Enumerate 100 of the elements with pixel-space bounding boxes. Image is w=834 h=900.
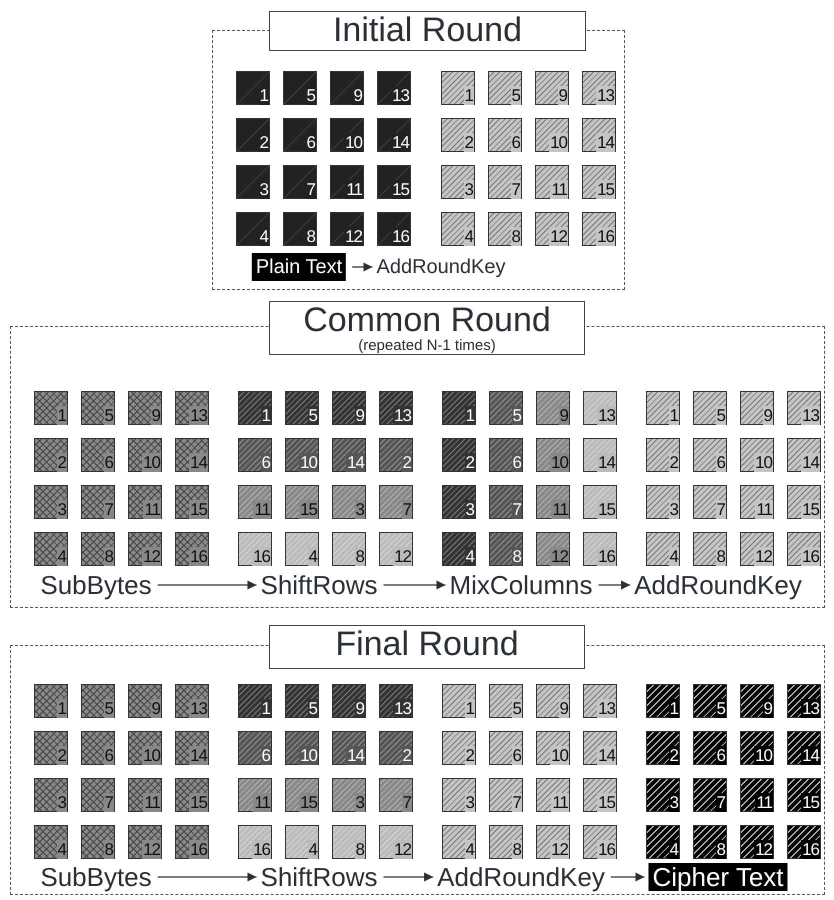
byte-square: 13 xyxy=(379,684,413,718)
byte-square: 3 xyxy=(332,778,366,812)
byte-square: 4 xyxy=(646,825,680,859)
byte-square: 15 xyxy=(583,778,617,812)
round-title: Initial Round xyxy=(332,12,523,48)
byte-square: 1 xyxy=(236,71,270,105)
byte-square: 10 xyxy=(285,731,319,765)
byte-square: 14 xyxy=(332,438,366,472)
byte-square: 14 xyxy=(787,731,821,765)
byte-square: 11 xyxy=(536,778,570,812)
byte-square: 8 xyxy=(693,825,727,859)
byte-square: 1 xyxy=(238,391,272,425)
byte-square: 10 xyxy=(285,438,319,472)
step-label: Plain Text xyxy=(252,253,346,281)
byte-square: 13 xyxy=(787,684,821,718)
byte-square: 11 xyxy=(535,165,569,199)
byte-square: 14 xyxy=(175,438,209,472)
byte-square: 15 xyxy=(285,485,319,519)
step-label: Cipher Text xyxy=(648,863,788,891)
byte-square: 16 xyxy=(583,532,617,566)
byte-square: 7 xyxy=(489,485,523,519)
byte-square: 14 xyxy=(175,731,209,765)
byte-square: 6 xyxy=(81,438,115,472)
byte-square: 12 xyxy=(535,212,569,246)
byte-square: 3 xyxy=(442,778,476,812)
byte-square: 6 xyxy=(489,731,523,765)
byte-square: 7 xyxy=(488,165,522,199)
arrow xyxy=(610,872,644,882)
byte-square: 12 xyxy=(128,532,162,566)
byte-square: 10 xyxy=(330,118,364,152)
byte-square: 5 xyxy=(285,391,319,425)
byte-square: 3 xyxy=(441,165,475,199)
byte-square: 12 xyxy=(740,825,774,859)
byte-square: 5 xyxy=(81,684,115,718)
byte-square: 10 xyxy=(740,438,774,472)
byte-square: 16 xyxy=(583,825,617,859)
byte-square: 4 xyxy=(646,532,680,566)
byte-square: 2 xyxy=(646,731,680,765)
byte-square: 5 xyxy=(693,391,727,425)
byte-square: 12 xyxy=(128,825,162,859)
byte-square: 16 xyxy=(787,532,821,566)
byte-square: 1 xyxy=(34,684,68,718)
byte-square: 16 xyxy=(238,532,272,566)
byte-square: 12 xyxy=(379,532,413,566)
byte-square: 3 xyxy=(646,485,680,519)
byte-square: 6 xyxy=(693,731,727,765)
byte-square: 5 xyxy=(81,391,115,425)
byte-square: 1 xyxy=(646,684,680,718)
byte-square: 10 xyxy=(536,438,570,472)
arrow xyxy=(384,872,434,882)
byte-square: 16 xyxy=(787,825,821,859)
byte-square: 2 xyxy=(34,731,68,765)
byte-square: 15 xyxy=(175,485,209,519)
byte-square: 14 xyxy=(583,731,617,765)
byte-square: 9 xyxy=(740,684,774,718)
round-subtitle: (repeated N-1 times) xyxy=(357,338,497,354)
byte-square: 2 xyxy=(442,438,476,472)
round-title: Common Round xyxy=(302,302,552,338)
byte-square: 3 xyxy=(34,778,68,812)
byte-square: 7 xyxy=(489,778,523,812)
byte-square: 14 xyxy=(787,438,821,472)
byte-square: 15 xyxy=(582,165,616,199)
byte-square: 11 xyxy=(330,165,364,199)
byte-square: 9 xyxy=(536,684,570,718)
byte-square: 11 xyxy=(536,485,570,519)
byte-square: 13 xyxy=(787,391,821,425)
arrow xyxy=(352,262,372,272)
byte-square: 15 xyxy=(787,778,821,812)
byte-square: 7 xyxy=(379,485,413,519)
byte-square: 2 xyxy=(34,438,68,472)
byte-square: 7 xyxy=(283,165,317,199)
byte-square: 1 xyxy=(441,71,475,105)
byte-square: 14 xyxy=(583,438,617,472)
byte-square: 2 xyxy=(236,118,270,152)
byte-square: 8 xyxy=(693,532,727,566)
byte-square: 9 xyxy=(128,391,162,425)
byte-square: 7 xyxy=(81,485,115,519)
byte-square: 3 xyxy=(34,485,68,519)
byte-square: 13 xyxy=(583,684,617,718)
arrow xyxy=(158,580,256,590)
byte-square: 13 xyxy=(582,71,616,105)
byte-square: 4 xyxy=(34,825,68,859)
byte-square: 1 xyxy=(442,391,476,425)
byte-square: 9 xyxy=(332,684,366,718)
byte-square: 4 xyxy=(236,212,270,246)
byte-square: 16 xyxy=(582,212,616,246)
byte-square: 6 xyxy=(488,118,522,152)
byte-square: 8 xyxy=(332,532,366,566)
step-label: AddRoundKey xyxy=(376,253,506,281)
byte-square: 3 xyxy=(236,165,270,199)
byte-square: 2 xyxy=(442,731,476,765)
byte-square: 4 xyxy=(442,825,476,859)
byte-square: 6 xyxy=(283,118,317,152)
byte-square: 5 xyxy=(489,684,523,718)
byte-square: 8 xyxy=(81,825,115,859)
byte-square: 4 xyxy=(285,825,319,859)
byte-square: 7 xyxy=(693,485,727,519)
byte-square: 13 xyxy=(175,684,209,718)
byte-square: 15 xyxy=(583,485,617,519)
byte-square: 10 xyxy=(536,731,570,765)
